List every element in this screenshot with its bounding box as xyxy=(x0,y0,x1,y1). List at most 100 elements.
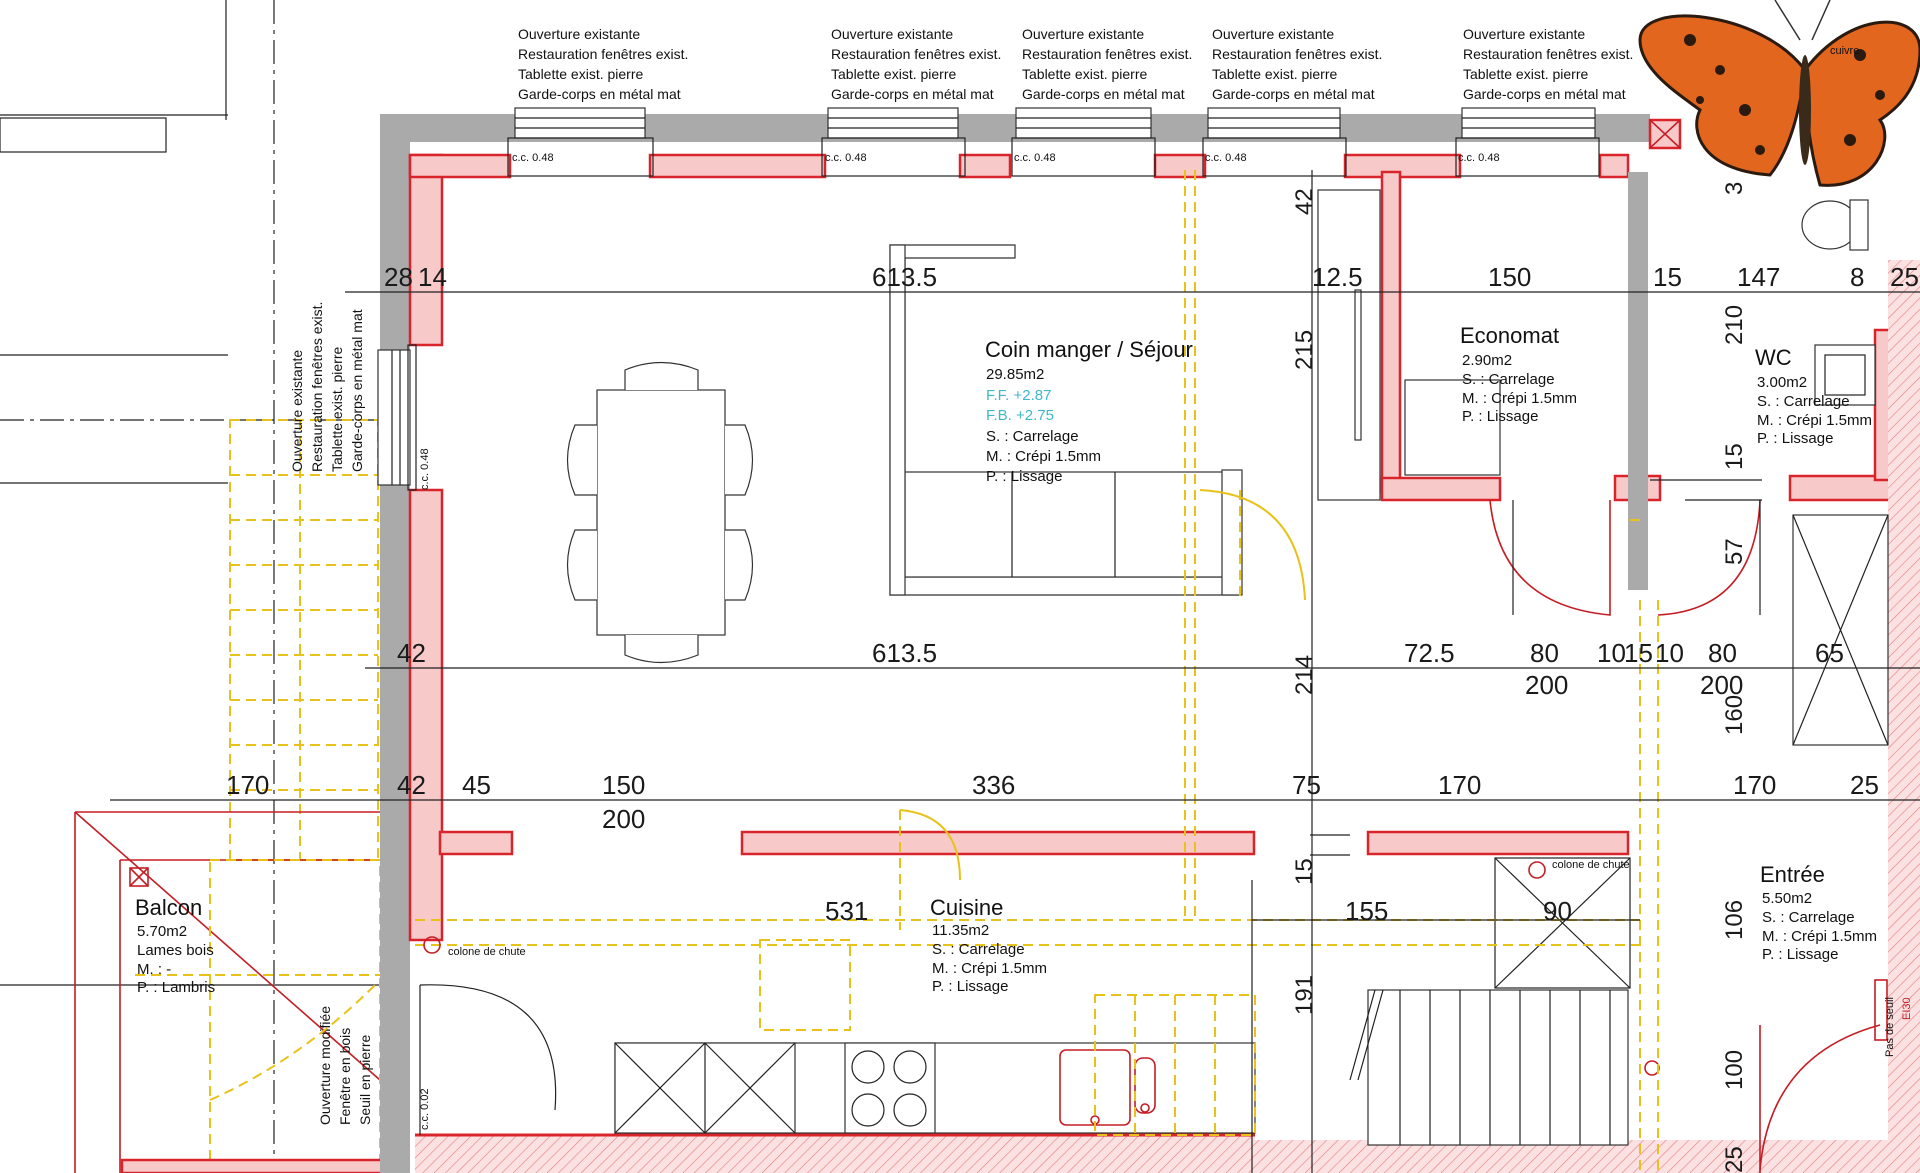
svg-text:cuivre: cuivre xyxy=(1830,45,1859,57)
wc-fixtures xyxy=(1657,199,1889,746)
interior-walls xyxy=(408,153,1920,1173)
svg-text:25: 25 xyxy=(1850,770,1879,800)
svg-text:336: 336 xyxy=(972,770,1015,800)
svg-text:170: 170 xyxy=(1438,770,1481,800)
top-windows: c.c. 0.48 c.c. 0.48 c.c. 0.48 c.c. 0.48 … xyxy=(377,107,1600,1130)
svg-text:2.90m2: 2.90m2 xyxy=(1462,352,1512,369)
svg-text:Tablette exist. pierre: Tablette exist. pierre xyxy=(1212,66,1337,82)
svg-text:Garde-corps en métal mat: Garde-corps en métal mat xyxy=(1022,86,1185,102)
svg-text:75: 75 xyxy=(1292,770,1321,800)
svg-text:12.5: 12.5 xyxy=(1312,262,1363,292)
svg-text:Tablette exist. pierre: Tablette exist. pierre xyxy=(1463,66,1588,82)
sofa xyxy=(889,244,1243,596)
room-cuisine: Cuisine 11.35m2 S. : Carrelage M. : Crép… xyxy=(930,895,1047,995)
svg-text:214: 214 xyxy=(1291,655,1318,695)
svg-text:10: 10 xyxy=(1597,638,1626,668)
svg-text:200: 200 xyxy=(1525,670,1568,700)
svg-text:42: 42 xyxy=(1291,188,1318,215)
svg-text:155: 155 xyxy=(1345,896,1388,926)
svg-text:5.50m2: 5.50m2 xyxy=(1762,890,1812,907)
room-entree: Entrée 5.50m2 S. : Carrelage M. : Crépi … xyxy=(1760,862,1877,963)
svg-text:Economat: Economat xyxy=(1460,323,1559,348)
svg-text:28: 28 xyxy=(384,262,413,292)
svg-text:M. : Crépi 1.5mm: M. : Crépi 1.5mm xyxy=(1462,390,1577,407)
svg-text:Garde-corps en métal mat: Garde-corps en métal mat xyxy=(1463,86,1626,102)
svg-text:c.c. 0.48: c.c. 0.48 xyxy=(825,152,867,164)
svg-text:191: 191 xyxy=(1291,975,1318,1015)
svg-text:57: 57 xyxy=(1721,538,1748,565)
exterior-walls xyxy=(380,114,1650,1173)
svg-text:Ouverture existante: Ouverture existante xyxy=(831,26,953,42)
svg-text:15: 15 xyxy=(1721,443,1748,470)
door-sejour xyxy=(1199,489,1306,601)
svg-text:F.B. +2.75: F.B. +2.75 xyxy=(986,407,1054,424)
dimensions-row3: 170 42 45 150 336 75 170 170 25 200 xyxy=(226,770,1879,834)
svg-text:613.5: 613.5 xyxy=(872,262,937,292)
svg-text:S. : Carrelage: S. : Carrelage xyxy=(986,428,1079,445)
svg-text:72.5: 72.5 xyxy=(1404,638,1455,668)
svg-text:Fenêtre en bois: Fenêtre en bois xyxy=(337,1028,353,1125)
svg-text:Balcon: Balcon xyxy=(135,895,202,920)
svg-text:Garde-corps en métal mat: Garde-corps en métal mat xyxy=(349,309,365,472)
svg-text:M. : Crépi 1.5mm: M. : Crépi 1.5mm xyxy=(1757,412,1872,429)
window-2 xyxy=(821,107,966,177)
svg-text:42: 42 xyxy=(397,638,426,668)
cc-labels: c.c. 0.48 c.c. 0.48 c.c. 0.48 c.c. 0.48 … xyxy=(419,152,1500,1130)
svg-text:80: 80 xyxy=(1530,638,1559,668)
svg-text:Ouverture existante: Ouverture existante xyxy=(1022,26,1144,42)
svg-text:3: 3 xyxy=(1721,182,1748,195)
svg-text:150: 150 xyxy=(602,770,645,800)
economat-fixtures xyxy=(1404,379,1611,616)
svg-text:S. : Carrelage: S. : Carrelage xyxy=(1462,371,1555,388)
svg-text:Pas de seuil: Pas de seuil xyxy=(1884,997,1896,1057)
svg-text:Restauration fenêtres exist.: Restauration fenêtres exist. xyxy=(1022,46,1192,62)
svg-text:Garde-corps en métal mat: Garde-corps en métal mat xyxy=(1212,86,1375,102)
svg-text:colone de chute: colone de chute xyxy=(1552,859,1630,871)
svg-text:210: 210 xyxy=(1721,305,1748,345)
svg-text:M. : Crépi 1.5mm: M. : Crépi 1.5mm xyxy=(932,960,1047,977)
svg-text:80: 80 xyxy=(1708,638,1737,668)
svg-text:Ouverture modifiée: Ouverture modifiée xyxy=(317,1006,333,1125)
axis-lines xyxy=(0,0,380,1173)
svg-text:Restauration fenêtres exist.: Restauration fenêtres exist. xyxy=(1212,46,1382,62)
room-balcon: Balcon 5.70m2 Lames bois M. : - P. : Lam… xyxy=(135,895,215,996)
svg-text:11.35m2: 11.35m2 xyxy=(932,922,989,939)
svg-text:c.c. 0.48: c.c. 0.48 xyxy=(419,448,431,490)
svg-text:150: 150 xyxy=(1488,262,1531,292)
dining-table xyxy=(566,361,754,664)
svg-text:P. : Lissage: P. : Lissage xyxy=(1757,430,1833,447)
svg-text:147: 147 xyxy=(1737,262,1780,292)
left-window xyxy=(377,344,417,491)
svg-text:Ouverture existante: Ouverture existante xyxy=(289,350,305,472)
svg-text:15: 15 xyxy=(1624,638,1653,668)
svg-text:Seuil en pierre: Seuil en pierre xyxy=(357,1035,373,1125)
window-4 xyxy=(1202,107,1347,177)
svg-text:100: 100 xyxy=(1721,1050,1748,1090)
svg-text:Garde-corps en métal mat: Garde-corps en métal mat xyxy=(518,86,681,102)
svg-text:45: 45 xyxy=(462,770,491,800)
svg-text:25: 25 xyxy=(1721,1146,1748,1173)
svg-text:Restauration fenêtres exist.: Restauration fenêtres exist. xyxy=(309,302,325,472)
svg-text:P. : Lissage: P. : Lissage xyxy=(1762,946,1838,963)
svg-text:170: 170 xyxy=(226,770,269,800)
svg-text:8: 8 xyxy=(1850,262,1864,292)
svg-text:M. : Crépi 1.5mm: M. : Crépi 1.5mm xyxy=(986,448,1101,465)
svg-text:5.70m2: 5.70m2 xyxy=(137,923,187,940)
svg-text:Restauration fenêtres exist.: Restauration fenêtres exist. xyxy=(518,46,688,62)
room-wc: WC 3.00m2 S. : Carrelage M. : Crépi 1.5m… xyxy=(1755,345,1872,447)
svg-text:65: 65 xyxy=(1815,638,1844,668)
svg-text:Garde-corps en métal mat: Garde-corps en métal mat xyxy=(831,86,994,102)
svg-text:200: 200 xyxy=(602,804,645,834)
balcony-door xyxy=(209,984,557,1135)
svg-text:215: 215 xyxy=(1291,330,1318,370)
svg-text:Ouverture existante: Ouverture existante xyxy=(1463,26,1585,42)
svg-text:M. : -: M. : - xyxy=(137,961,171,978)
svg-text:25: 25 xyxy=(1890,262,1919,292)
svg-text:P. : Lissage: P. : Lissage xyxy=(986,468,1062,485)
tall-cabinet xyxy=(1317,189,1381,501)
svg-text:531: 531 xyxy=(825,896,868,926)
svg-text:Tablette exist. pierre: Tablette exist. pierre xyxy=(518,66,643,82)
svg-text:15: 15 xyxy=(1291,858,1318,885)
